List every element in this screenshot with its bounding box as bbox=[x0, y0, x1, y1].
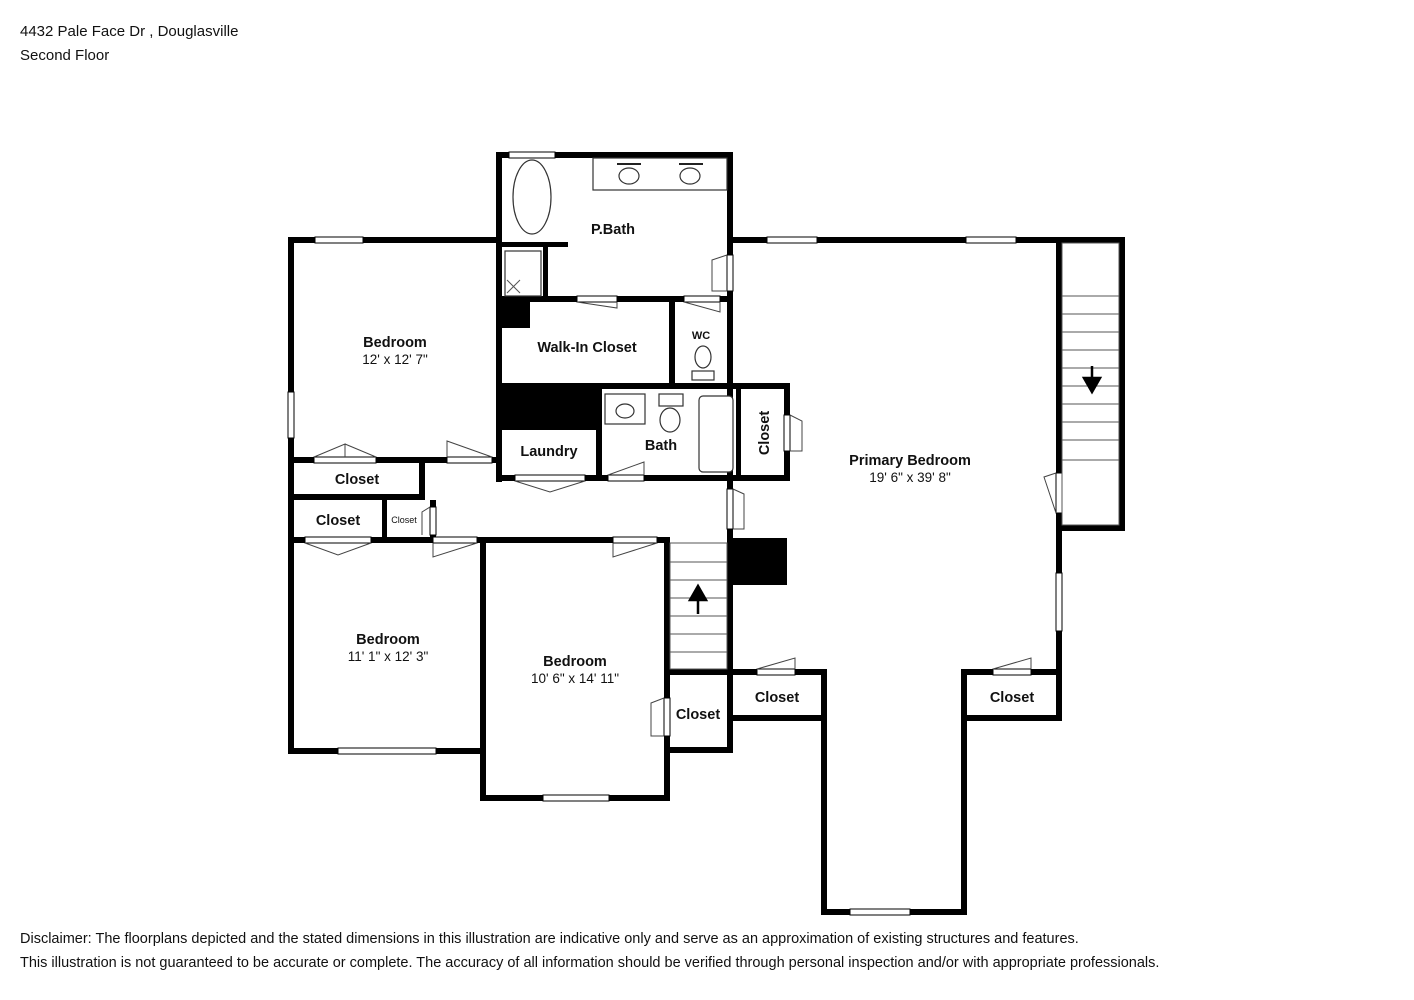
walls bbox=[288, 152, 1125, 915]
room-laundry-label: Laundry bbox=[520, 444, 577, 460]
sink-icon bbox=[618, 167, 640, 185]
room-bath-closet-label: Closet bbox=[757, 411, 773, 455]
bathtub-icon bbox=[512, 159, 552, 235]
room-primary-size: 19' 6" x 39' 8" bbox=[869, 470, 951, 485]
room-bedroom3-label: Bedroom bbox=[543, 654, 607, 670]
room-bedroom2-size: 11' 1" x 12' 3" bbox=[348, 649, 429, 664]
room-bedroom1-label: Bedroom bbox=[363, 335, 427, 351]
room-walkin-label: Walk-In Closet bbox=[537, 340, 637, 356]
sink-icon bbox=[679, 167, 701, 185]
doors bbox=[304, 254, 1063, 737]
room-closet-small-label: Closet bbox=[391, 515, 417, 525]
property-address: 4432 Pale Face Dr , Douglasville bbox=[20, 23, 239, 40]
disclaimer-line-1: Disclaimer: The floorplans depicted and … bbox=[20, 931, 1079, 947]
stairs-upper-right bbox=[1061, 242, 1120, 526]
room-bedroom2-label: Bedroom bbox=[356, 632, 420, 648]
fixtures bbox=[504, 157, 734, 473]
room-primary-label: Primary Bedroom bbox=[849, 453, 971, 469]
bath-toilet-icon bbox=[659, 407, 681, 433]
room-bedroom1-size: 12' x 12' 7" bbox=[362, 352, 428, 367]
room-wc-label: WC bbox=[692, 330, 710, 342]
stairs-center bbox=[669, 542, 728, 670]
bath-tub-icon bbox=[698, 395, 734, 473]
arrow-down-icon bbox=[1081, 366, 1103, 395]
room-closet-c-label: Closet bbox=[676, 707, 720, 723]
toilet-icon bbox=[694, 345, 712, 369]
disclaimer-line-2: This illustration is not guaranteed to b… bbox=[20, 955, 1160, 971]
room-closet-b-label: Closet bbox=[316, 513, 360, 529]
room-closet-e-label: Closet bbox=[990, 690, 1034, 706]
room-closet-a-label: Closet bbox=[335, 472, 379, 488]
arrow-up-icon bbox=[687, 583, 709, 614]
room-labels: P.Bath Bedroom 12' x 12' 7" Walk-In Clos… bbox=[316, 222, 1034, 723]
windows bbox=[287, 151, 1063, 916]
room-closet-d-label: Closet bbox=[755, 690, 799, 706]
room-pbath-label: P.Bath bbox=[591, 222, 635, 238]
vanity-counter bbox=[592, 157, 728, 191]
floor-label: Second Floor bbox=[20, 47, 110, 64]
room-bedroom3-size: 10' 6" x 14' 11" bbox=[531, 671, 619, 686]
room-bath-label: Bath bbox=[645, 438, 677, 454]
